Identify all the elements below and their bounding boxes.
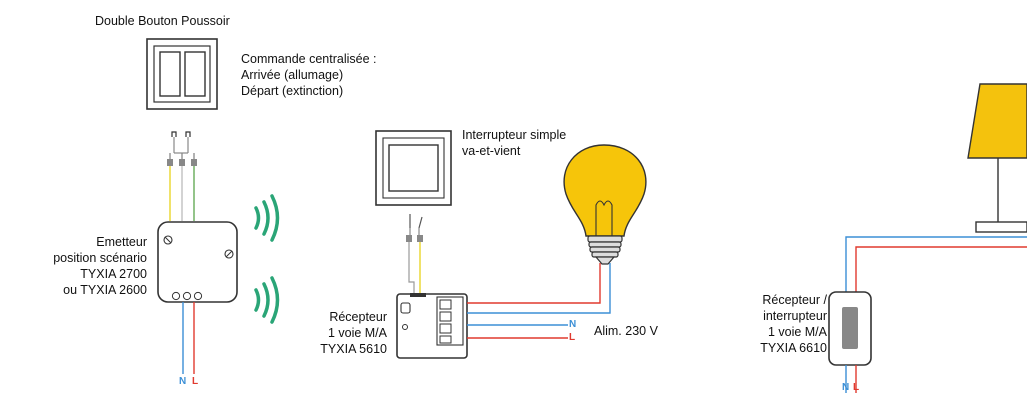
receiver2-live-label: L bbox=[853, 382, 860, 393]
diagram-title: Double Bouton Poussoir bbox=[95, 14, 230, 28]
radio-wave-icon bbox=[254, 194, 280, 242]
receiver1-label-3: TYXIA 5610 bbox=[320, 342, 387, 356]
switch-label-1: Interrupteur simple bbox=[462, 128, 567, 142]
single-switch-icon bbox=[375, 130, 452, 206]
power-label: Alim. 230 V bbox=[594, 324, 658, 338]
button-contacts-icon bbox=[171, 131, 191, 154]
receiver2-label-3: 1 voie M/A bbox=[767, 325, 827, 339]
emitter-neutral-label: N bbox=[179, 376, 187, 387]
emitter-label-4: ou TYXIA 2600 bbox=[63, 283, 147, 297]
receiver-6610-icon bbox=[828, 291, 872, 366]
command-line-1: Commande centralisée : bbox=[241, 52, 377, 66]
receiver2-label-1: Récepteur / bbox=[762, 293, 827, 307]
command-line-2: Arrivée (allumage) bbox=[241, 68, 344, 82]
receiver2-label-2: interrupteur bbox=[763, 309, 827, 323]
receiver1-label-2: 1 voie M/A bbox=[327, 326, 387, 340]
receiver2-neutral-label: N bbox=[842, 382, 850, 393]
receiver1-label-1: Récepteur bbox=[329, 310, 387, 324]
emitter-terminals bbox=[167, 159, 197, 166]
lamp-icon bbox=[967, 83, 1027, 233]
mains-neutral-label: N bbox=[569, 319, 577, 330]
radio-wave-icon bbox=[254, 276, 280, 324]
switch-label-2: va-et-vient bbox=[462, 144, 521, 158]
double-push-button-icon bbox=[146, 38, 218, 110]
emitter-module-icon bbox=[157, 221, 238, 303]
receiver-5610-icon bbox=[396, 293, 468, 359]
emitter-wires bbox=[169, 153, 195, 221]
light-bulb-icon bbox=[563, 144, 647, 265]
command-line-3: Départ (extinction) bbox=[241, 84, 344, 98]
emitter-label-3: TYXIA 2700 bbox=[80, 267, 147, 281]
switch-contact-icon bbox=[409, 214, 423, 229]
emitter-live-label: L bbox=[192, 376, 199, 387]
emitter-label-2: position scénario bbox=[53, 251, 147, 265]
emitter-label-1: Emetteur bbox=[96, 235, 147, 249]
mains-live-label: L bbox=[569, 332, 576, 343]
receiver2-label-4: TYXIA 6610 bbox=[760, 341, 827, 355]
